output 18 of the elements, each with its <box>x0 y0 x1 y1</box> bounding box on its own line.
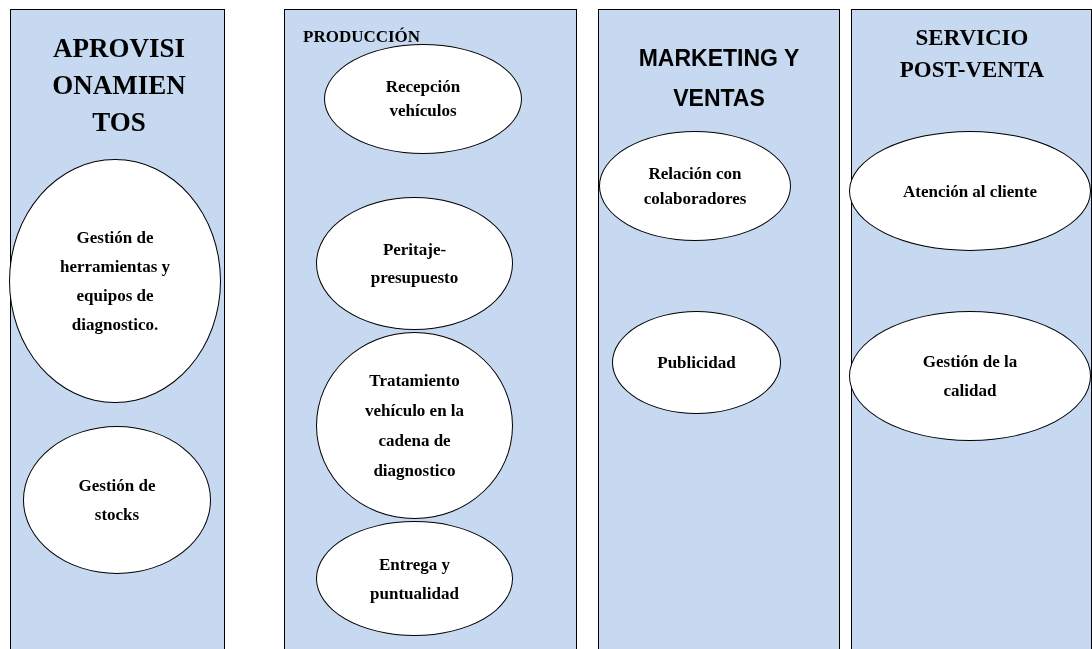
activity-label: Atención al cliente <box>901 180 1039 203</box>
column-heading: APROVISIONAMIENTOS <box>51 32 187 139</box>
swimlane-column <box>851 9 1092 649</box>
swimlane-column <box>10 9 225 649</box>
activity-label: Gestión de stocks <box>77 475 157 526</box>
swimlane-column <box>598 9 840 649</box>
column-heading: PRODUCCIÓN <box>303 26 421 48</box>
column-heading: MARKETING Y VENTAS <box>637 44 801 113</box>
activity-label: Recepción vehículos <box>384 76 462 122</box>
column-heading: SERVICIO POST-VENTA <box>898 24 1046 84</box>
swimlane-column <box>284 9 577 649</box>
activity-label: Gestión de herramientas y equipos de diagnostico. <box>60 227 170 336</box>
activity-label: Entrega y puntualidad <box>369 553 460 605</box>
activity-label: Peritaje-presupuesto <box>369 238 460 289</box>
activity-label: Relación con colaboradores <box>642 163 748 210</box>
activity-label: Publicidad <box>656 351 737 374</box>
activity-label: Gestión de la calidad <box>921 351 1019 402</box>
activity-label: Tratamiento vehículo en la cadena de diagnostico <box>363 369 466 482</box>
